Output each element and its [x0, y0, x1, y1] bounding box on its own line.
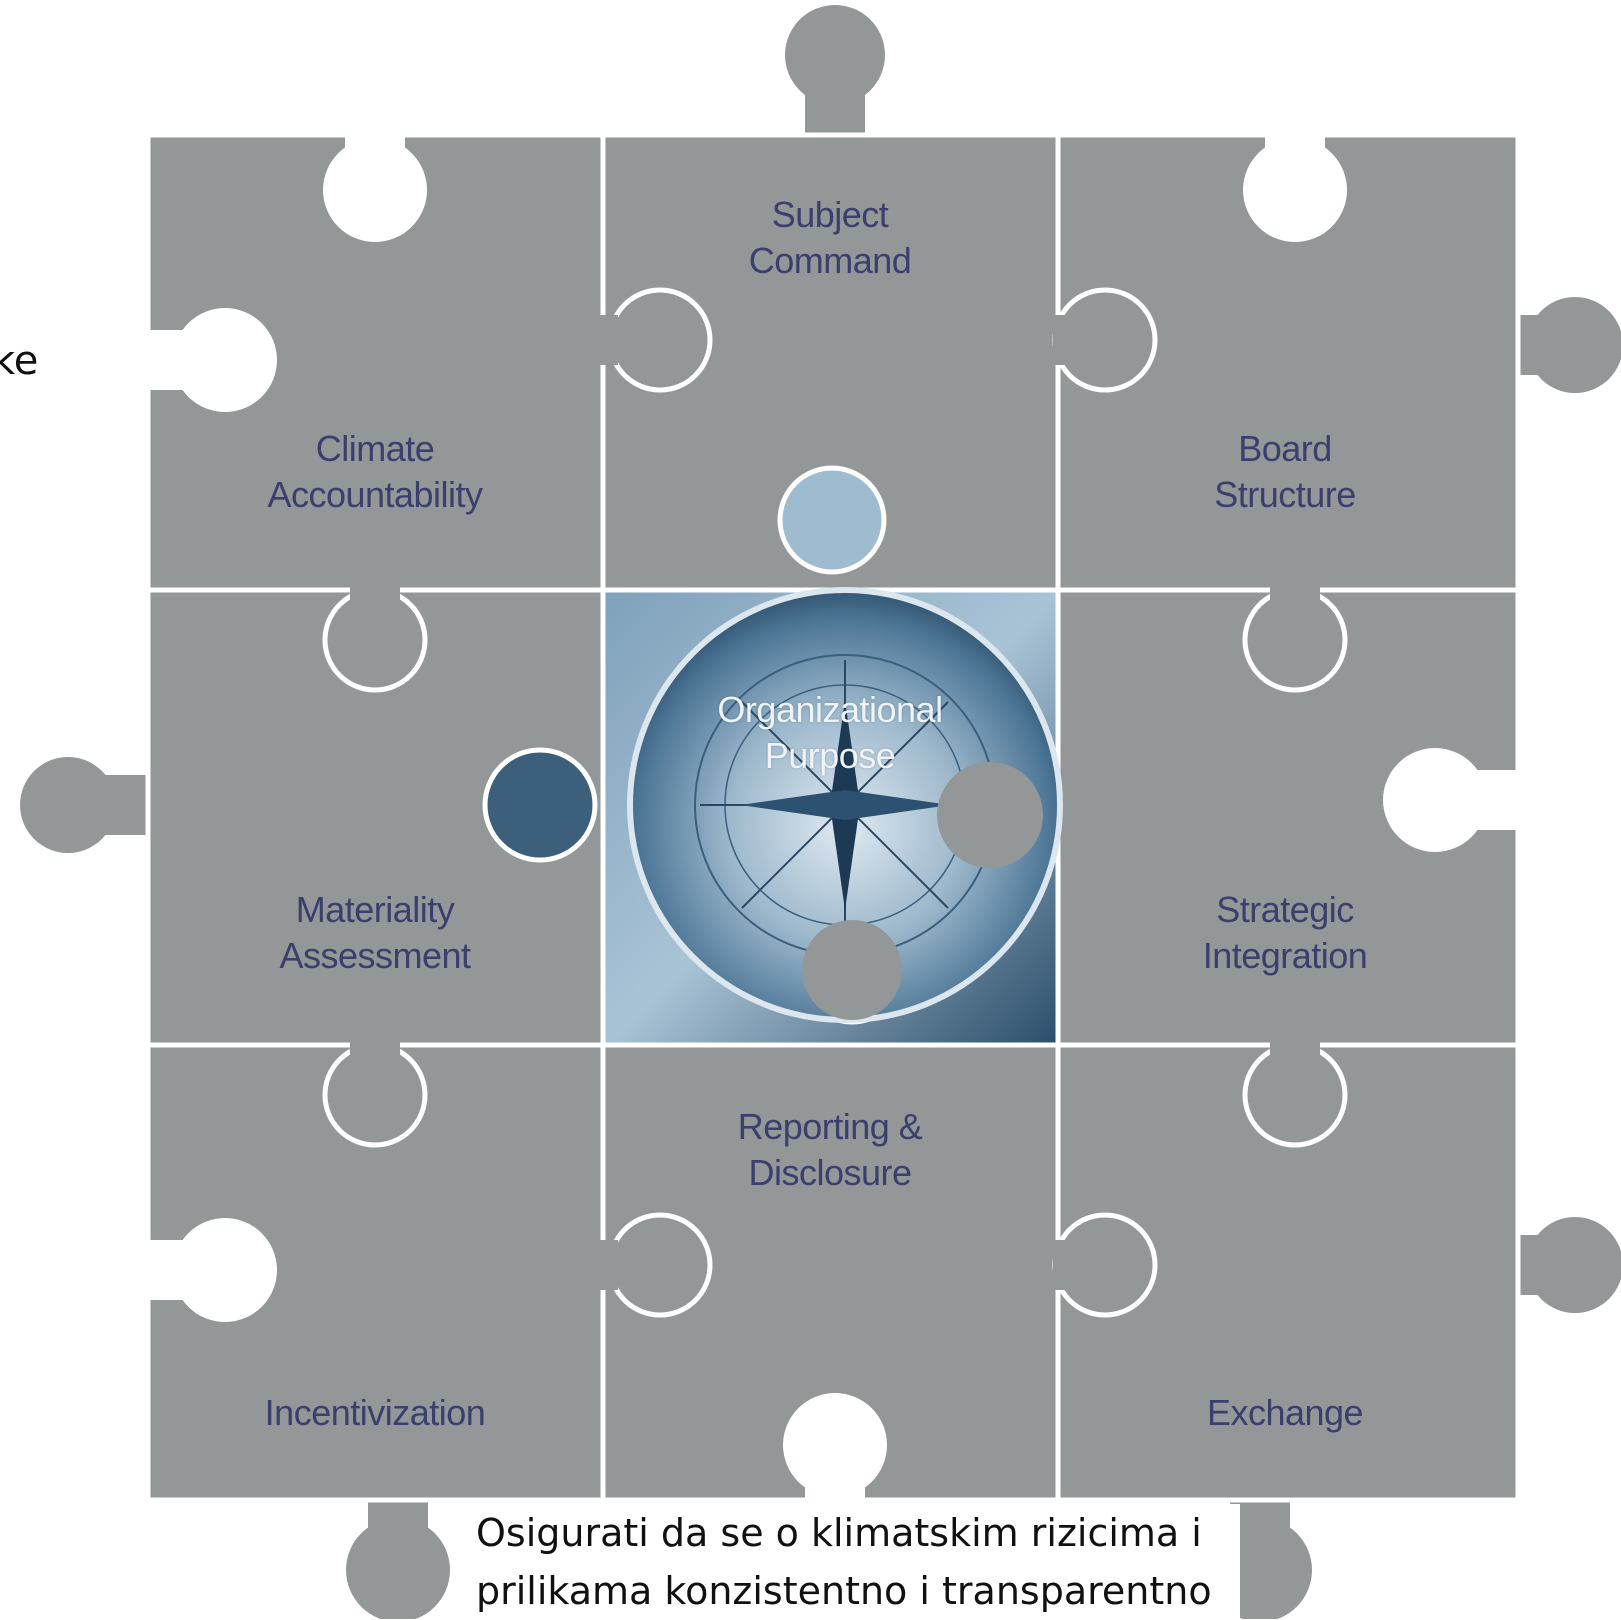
knob-necks	[350, 315, 1320, 1290]
label-materiality-assessment: Materiality Assessment	[279, 889, 471, 976]
label-climate-accountability: Climate Accountability	[267, 428, 483, 515]
label-subject-command: Subject Command	[748, 194, 912, 281]
compass-image	[627, 587, 1063, 1023]
label-strategic-integration: Strategic Integration	[1202, 889, 1368, 976]
label-board-structure: Board Structure	[1214, 428, 1356, 515]
label-reporting-disclosure: Reporting & Disclosure	[737, 1106, 923, 1193]
sockets	[140, 130, 1525, 1510]
label-exchange: Exchange	[1206, 1392, 1364, 1433]
label-incentivization: Incentivization	[264, 1392, 486, 1433]
inner-knobs	[322, 287, 1348, 1318]
left-text-fragment: ke	[0, 338, 39, 384]
label-organizational-purpose: Organizational Purpose	[717, 689, 943, 776]
caption-text: Osigurati da se o klimatskim rizicima i …	[472, 1504, 1240, 1620]
